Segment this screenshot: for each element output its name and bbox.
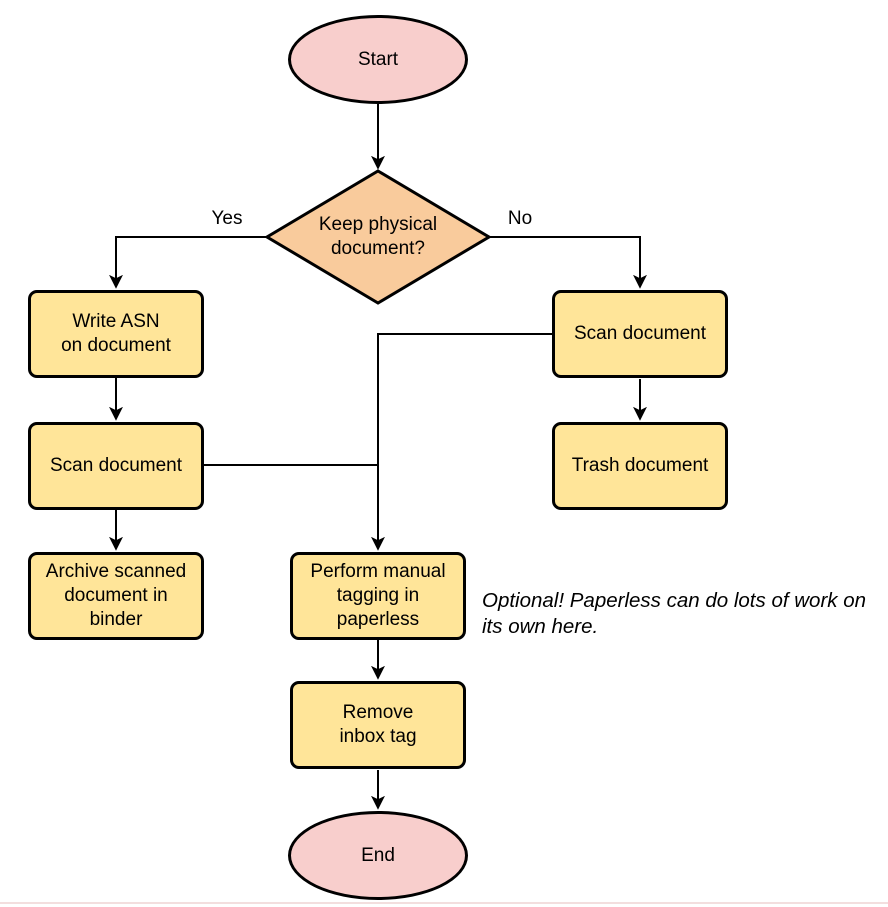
scan-document-right-node: Scan document <box>552 290 728 378</box>
manual-tagging-node: Perform manual tagging in paperless <box>290 552 466 640</box>
no-branch-label: No <box>507 208 533 229</box>
yes-branch-label: Yes <box>211 208 243 229</box>
end-node: End <box>288 811 468 900</box>
decision-diamond-shape <box>264 169 492 305</box>
remove-inbox-tag-node: Remove inbox tag <box>290 681 466 769</box>
decision-node-label: Keep physical document? <box>318 214 438 259</box>
page-bottom-border <box>0 902 888 904</box>
optional-note: Optional! Paperless can do lots of work … <box>482 589 867 638</box>
edge-no-decision-scanright <box>489 236 647 289</box>
scan-document-left-node: Scan document <box>28 422 204 510</box>
archive-document-node: Archive scanned document in binder <box>28 552 204 640</box>
start-node: Start <box>288 15 468 104</box>
edge-scanright-tagging <box>371 333 552 551</box>
write-asn-node: Write ASN on document <box>28 290 204 378</box>
edge-yes-decision-writeasn <box>109 236 267 289</box>
trash-document-node: Trash document <box>552 422 728 510</box>
